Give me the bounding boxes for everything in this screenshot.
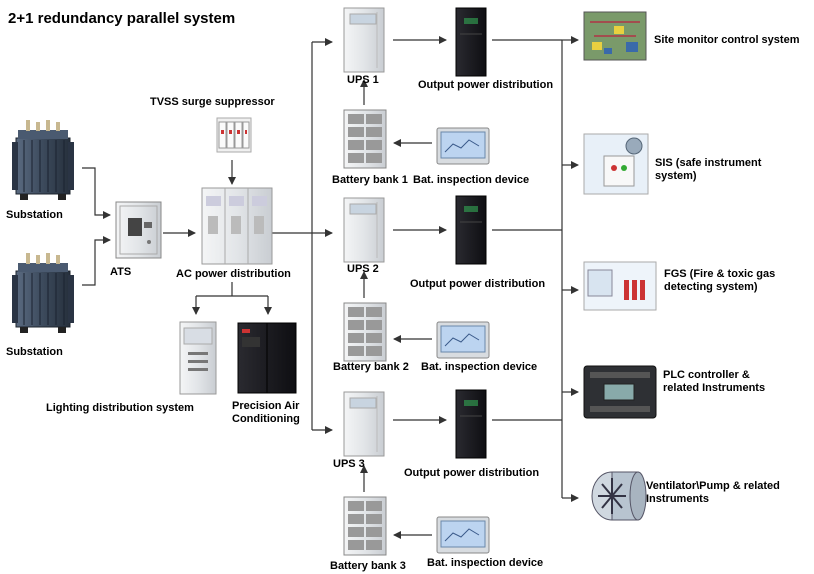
battery-inspection-device-icon [436,127,490,165]
battery-bank-icon [343,302,387,362]
transformer-icon [12,120,74,200]
ups-3-label: UPS 3 [333,458,365,470]
lighting-cabinet-icon [179,321,217,395]
battery-inspection-device-icon [436,516,490,554]
bat-inspection-3-label: Bat. inspection device [427,557,544,569]
diagram-title: 2+1 redundancy parallel system [8,10,236,27]
ups-1-label: UPS 1 [347,74,379,86]
battery-bank-2-label: Battery bank 2 [333,361,409,373]
line-substation1-ats [82,167,111,219]
ats-cabinet-icon [115,201,162,259]
ups-cabinet-icon [343,391,385,457]
battery-bank-icon [343,109,387,169]
precision-air-label-line2: Conditioning [232,413,300,425]
ups-cabinet-icon [343,197,385,263]
precision-air-label-line1: Precision Air [232,400,300,412]
output-power-3-label: Output power distribution [404,467,540,479]
battery-bank-1-label: Battery bank 1 [332,174,408,186]
ventilator-label-line2: Instruments [646,493,709,505]
sis-instrument-icon [583,133,649,195]
output-distribution-cabinet-icon [455,7,487,77]
plc-controller-icon [583,365,657,419]
site-monitor-label: Site monitor control system [654,34,800,46]
battery-inspection-device-icon [436,321,490,359]
fgs-label-line2: detecting system) [664,281,758,293]
sis-label-line2: system) [655,170,697,182]
fgs-system-icon [583,261,657,311]
line-ac-branch [196,282,268,297]
bat-inspection-2-label: Bat. inspection device [421,361,538,373]
connector-lines [82,36,579,539]
battery-bank-icon [343,496,387,556]
line-substation2-ats [82,236,111,286]
tvss-label: TVSS surge suppressor [150,96,275,108]
ac-distribution-label: AC power distribution [176,268,291,280]
battery-bank-3-label: Battery bank 3 [330,560,406,572]
ats-label: ATS [110,266,132,278]
precision-air-unit-icon [237,322,297,394]
ups-2-label: UPS 2 [347,263,379,275]
ups-cabinet-icon [343,7,385,73]
output-distribution-cabinet-icon [455,389,487,459]
substation-2-label: Substation [6,346,63,358]
sis-label-line1: SIS (safe instrument [655,157,762,169]
output-distribution-cabinet-icon [455,195,487,265]
bat-inspection-1-label: Bat. inspection device [413,174,530,186]
transformer-icon [12,253,74,333]
output-power-1-label: Output power distribution [418,79,554,91]
lighting-distribution-label: Lighting distribution system [46,402,194,414]
plc-label-line2: related Instruments [663,382,766,394]
plc-label-line1: PLC controller & [663,369,750,381]
ventilator-fan-icon [591,471,647,521]
ventilator-label-line1: Ventilator\Pump & related [646,480,780,492]
substation-1-label: Substation [6,209,63,221]
ac-distribution-cabinet-icon [201,187,273,265]
fgs-label-line1: FGS (Fire & toxic gas [664,268,776,280]
output-power-2-label: Output power distribution [410,278,546,290]
site-monitor-icon [583,11,647,61]
surge-suppressor-icon [216,117,252,153]
